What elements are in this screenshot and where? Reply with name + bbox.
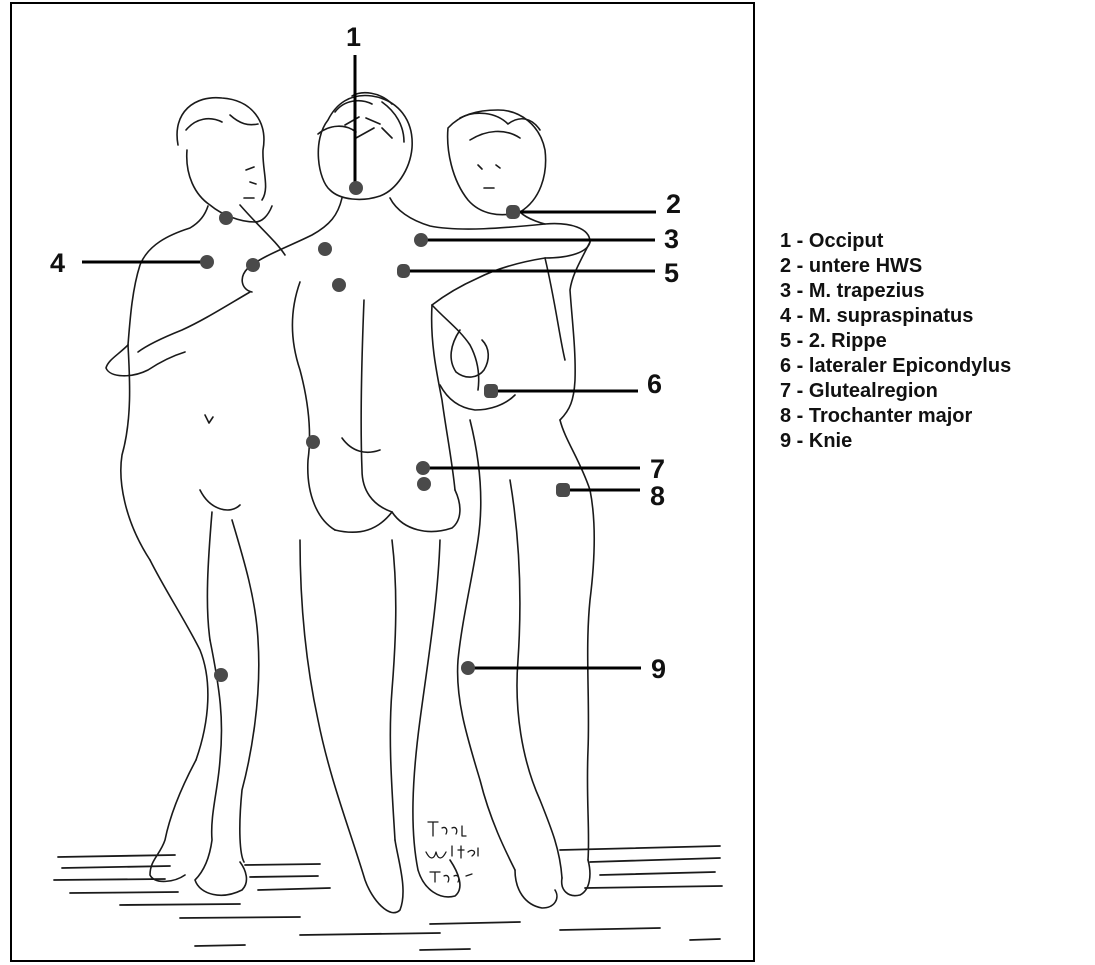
callout-number-8: 8 [650, 481, 665, 511]
legend-item: 7 - Glutealregion [780, 379, 1011, 404]
marker-glutealregion [416, 461, 430, 475]
callout-number-2: 2 [666, 189, 681, 219]
marker-knie [214, 668, 228, 682]
legend-item: 2 - untere HWS [780, 254, 1011, 279]
tender-point-markers [200, 181, 570, 682]
marker-knie [461, 661, 475, 675]
floor-hatching [54, 846, 722, 950]
marker-occiput [349, 181, 363, 195]
right-figure [432, 110, 594, 908]
callout-number-5: 5 [664, 258, 679, 288]
marker-glutealregion [306, 435, 320, 449]
marker-supraspinatus-left [200, 255, 214, 269]
artist-signature [426, 822, 478, 882]
center-figure [138, 93, 590, 913]
legend-item: 6 - lateraler Epicondylus [780, 354, 1011, 379]
legend-item: 4 - M. supraspinatus [780, 304, 1011, 329]
marker-trapezius [414, 233, 428, 247]
legend-item: 8 - Trochanter major [780, 404, 1011, 429]
marker-2-rippe [332, 278, 346, 292]
marker-trochanter-major [556, 483, 570, 497]
marker-glutealregion [417, 477, 431, 491]
callout-number-9: 9 [651, 654, 666, 684]
marker-trapezius [318, 242, 332, 256]
callout-number-6: 6 [647, 369, 662, 399]
legend-item: 1 - Occiput [780, 229, 1011, 254]
callout-lines [82, 55, 656, 668]
callout-number-4: 4 [50, 248, 65, 278]
left-figure [106, 98, 285, 896]
marker-supraspinatus [246, 258, 260, 272]
marker-2-rippe [397, 264, 410, 278]
legend-item: 3 - M. trapezius [780, 279, 1011, 304]
legend-item: 9 - Knie [780, 429, 1011, 454]
marker-untere-hws [506, 205, 520, 219]
legend-item: 5 - 2. Rippe [780, 329, 1011, 354]
marker-lateraler-epicondylus [484, 384, 498, 398]
three-figures-sketch [54, 93, 722, 950]
legend: 1 - Occiput 2 - untere HWS 3 - M. trapez… [780, 229, 1011, 454]
illustration-frame [11, 3, 754, 961]
marker-neck-left [219, 211, 233, 225]
callout-number-1: 1 [346, 22, 361, 52]
callout-number-3: 3 [664, 224, 679, 254]
callout-number-7: 7 [650, 454, 665, 484]
